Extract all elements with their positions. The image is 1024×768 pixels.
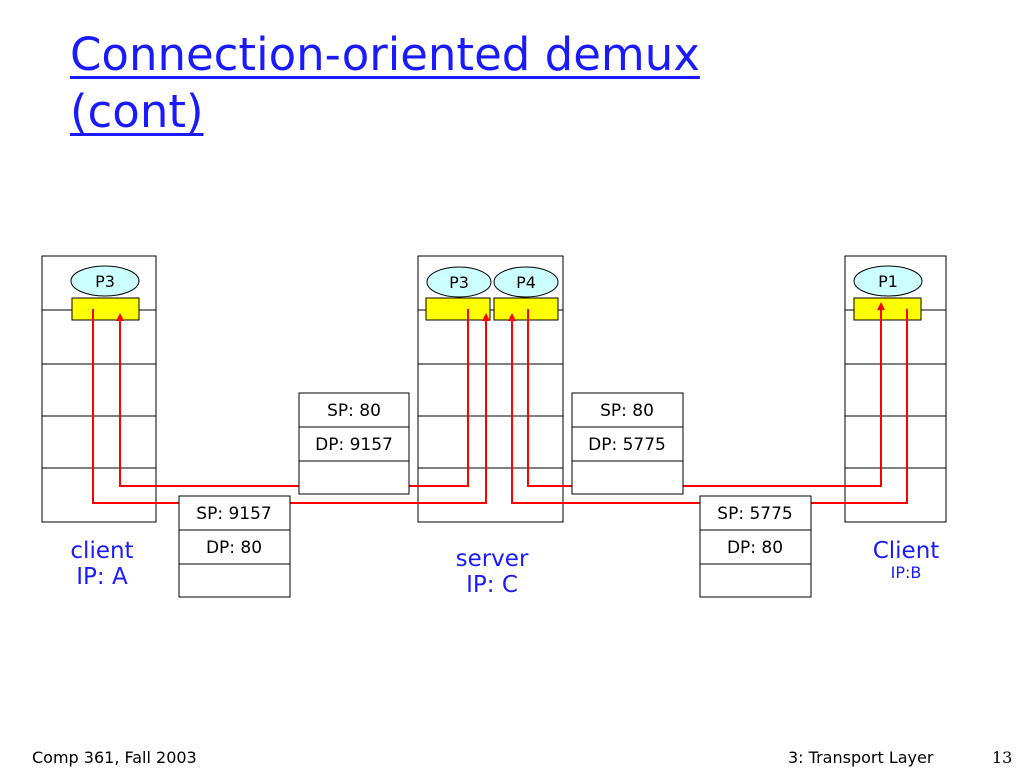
segment-b-to-server-sp: SP: 5775 — [717, 504, 792, 524]
host-b-label-name: Client — [872, 538, 940, 564]
segment-a-to-server-dp: DP: 80 — [206, 538, 262, 558]
segment-server-to-a-sp: SP: 80 — [327, 401, 381, 421]
host-b-layer-link — [844, 415, 947, 469]
server-socket-p4 — [493, 297, 559, 321]
server-layer-network — [417, 363, 564, 417]
process-p3-server: P3 — [426, 266, 492, 298]
host-a-label-ip: IP: A — [76, 564, 128, 591]
host-b-label: Client IP:B — [856, 538, 956, 583]
footer-course: Comp 361, Fall 2003 — [32, 748, 197, 767]
host-a-layer-network — [41, 363, 157, 417]
host-a-label: client IP: A — [52, 538, 152, 591]
server-layer-link — [417, 415, 564, 469]
segment-a-to-server-sp: SP: 9157 — [196, 504, 271, 524]
segment-server-to-b-sp: SP: 80 — [600, 401, 654, 421]
host-b-layer-network — [844, 363, 947, 417]
host-a-socket — [71, 297, 140, 321]
server-layer-physical — [417, 467, 564, 523]
server-label: server IP: C — [432, 546, 552, 599]
process-p3-host-a-label: P3 — [95, 272, 115, 291]
host-a-layer-physical — [41, 467, 157, 523]
server-label-ip: IP: C — [466, 572, 518, 599]
slide-title-line-1: Connection-oriented demux — [70, 28, 700, 81]
host-a-label-name: client — [70, 538, 134, 564]
segment-server-to-b: SP: 80 DP: 5775 — [571, 392, 684, 495]
host-b-socket — [853, 297, 922, 321]
process-p1-host-b-label: P1 — [878, 272, 898, 291]
process-p3-host-a: P3 — [70, 265, 140, 297]
segment-server-to-a-dp: DP: 9157 — [315, 435, 393, 455]
segment-server-to-a: SP: 80 DP: 9157 — [298, 392, 410, 495]
server-label-name: server — [455, 546, 529, 572]
host-b-layer-physical — [844, 467, 947, 523]
slide-title-line-2: (cont) — [70, 85, 204, 138]
segment-server-to-b-dp: DP: 5775 — [588, 435, 666, 455]
arrow-server-to-b — [527, 302, 885, 487]
footer-chapter: 3: Transport Layer — [788, 748, 934, 767]
slide-title: Connection-oriented demux (cont) — [70, 26, 700, 140]
process-p4-server: P4 — [493, 266, 559, 298]
server-socket-p3 — [425, 297, 491, 321]
host-a-layer-link — [41, 415, 157, 469]
server-stack — [417, 255, 564, 523]
page-number: 13 — [992, 748, 1013, 767]
segment-a-to-server: SP: 9157 DP: 80 — [178, 495, 291, 598]
arrow-server-to-a — [116, 309, 469, 487]
process-p3-server-label: P3 — [449, 273, 469, 292]
process-p1-host-b: P1 — [853, 265, 923, 297]
segment-b-to-server: SP: 5775 DP: 80 — [699, 495, 812, 598]
process-p4-server-label: P4 — [516, 273, 536, 292]
segment-b-to-server-dp: DP: 80 — [727, 538, 783, 558]
host-b-label-ip: IP:B — [890, 563, 922, 583]
